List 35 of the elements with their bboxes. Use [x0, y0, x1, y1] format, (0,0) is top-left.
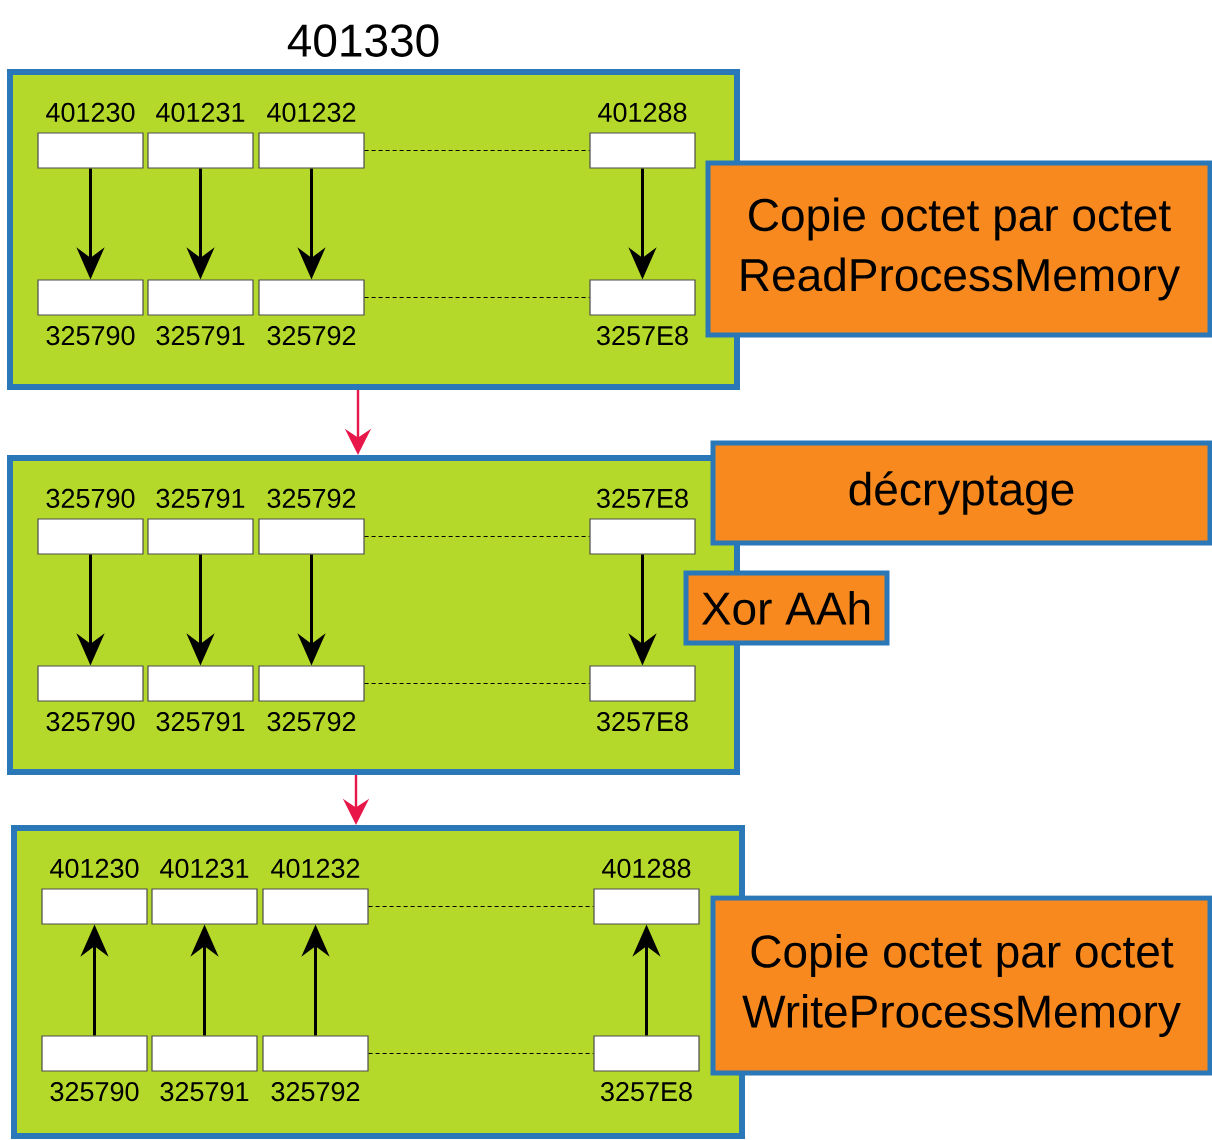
address-label: 325790 — [46, 488, 135, 508]
address-label: 3257E8 — [601, 1082, 692, 1102]
address-label: 3257E8 — [597, 488, 688, 508]
address-label: 401232 — [267, 102, 356, 122]
address-label: 325792 — [271, 1082, 360, 1102]
address-label: 401288 — [598, 102, 687, 122]
dotted-line — [364, 682, 590, 685]
operation-box: décryptage — [710, 440, 1212, 546]
address-label: 401231 — [160, 858, 249, 878]
address-label: 325791 — [156, 712, 245, 732]
address-label: 401230 — [46, 102, 135, 122]
address-label: 3257E8 — [597, 712, 688, 732]
operation-box: Copie octet par octet WriteProcessMemory — [710, 895, 1212, 1076]
address-label: 325790 — [46, 712, 135, 732]
address-label: 401232 — [271, 858, 360, 878]
address-label: 325791 — [156, 488, 245, 508]
dotted-line — [368, 905, 594, 908]
operation-box: Copie octet par octet ReadProcessMemory — [705, 160, 1212, 338]
address-label: 325791 — [160, 1082, 249, 1102]
dotted-line — [368, 1052, 594, 1055]
address-label: 325792 — [267, 712, 356, 732]
address-label: 401288 — [602, 858, 691, 878]
panel-heading: 401330 — [287, 24, 439, 57]
address-label: 3257E8 — [597, 326, 688, 346]
address-label: 401231 — [156, 102, 245, 122]
address-label: 325790 — [46, 326, 135, 346]
dotted-line — [364, 296, 590, 299]
address-label: 325792 — [267, 326, 356, 346]
address-label: 325791 — [156, 326, 245, 346]
operation-box: Xor AAh — [683, 570, 890, 646]
address-label: 325790 — [50, 1082, 139, 1102]
address-label: 401230 — [50, 858, 139, 878]
dotted-line — [364, 149, 590, 152]
dotted-line — [364, 535, 590, 538]
address-label: 325792 — [267, 488, 356, 508]
